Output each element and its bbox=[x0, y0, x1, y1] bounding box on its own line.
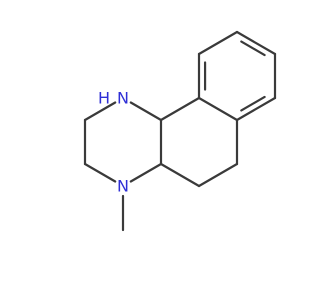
bond-c5-c6 bbox=[197, 162, 239, 188]
bond-group bbox=[83, 30, 277, 232]
molecule-structure-diagram: H N N bbox=[0, 0, 300, 300]
double-bond-c6a-c7 bbox=[240, 95, 266, 112]
atom-label-group: H N N bbox=[98, 89, 129, 196]
bond-c10b-n1 bbox=[129, 101, 163, 122]
bond-c4a-c5 bbox=[159, 162, 201, 188]
bond-c8-c9 bbox=[235, 30, 277, 56]
background bbox=[0, 0, 300, 300]
bond-c3-n4 bbox=[83, 162, 117, 183]
bond-c10a-c10b bbox=[159, 96, 201, 122]
double-bond-c8-c9 bbox=[240, 40, 266, 57]
bond-c9-c10 bbox=[197, 30, 239, 56]
atom-label-n1-h: H bbox=[98, 89, 110, 108]
atom-label-n4: N bbox=[117, 177, 129, 196]
bond-c6a-c7 bbox=[235, 96, 277, 122]
bond-n4-c4a bbox=[129, 162, 163, 183]
bond-c10a-c6a bbox=[197, 96, 239, 122]
atom-label-n1: N bbox=[117, 89, 129, 108]
bond-n1-c2 bbox=[83, 101, 117, 122]
